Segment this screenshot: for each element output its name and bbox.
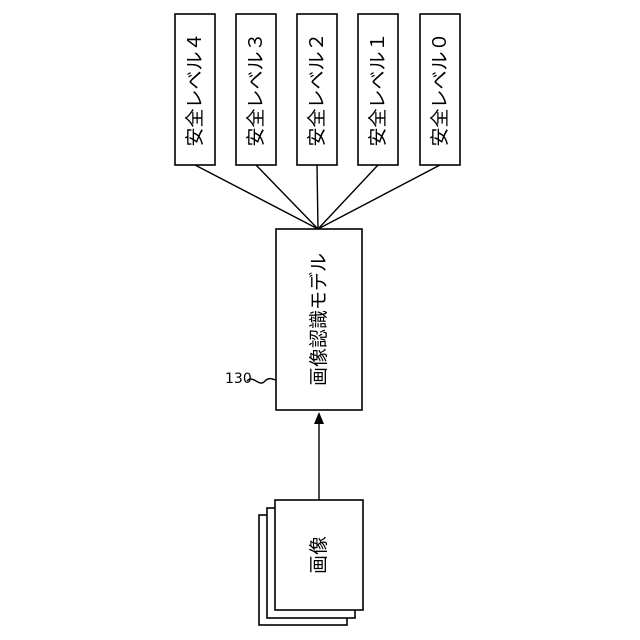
fan-out-connectors	[195, 165, 440, 229]
safety-level-3: 安全レベル３	[236, 14, 276, 165]
safety-level-4: 安全レベル４	[175, 14, 215, 165]
safety-level-1: 安全レベル１	[358, 14, 398, 165]
connector-to-level-3	[256, 165, 318, 229]
connector-to-level-0	[318, 165, 440, 229]
image-recognition-model: 画像認識モデル	[276, 229, 362, 410]
connector-to-level-1	[318, 165, 378, 229]
connector-to-level-2	[317, 165, 318, 229]
image-input-stack: 画像	[259, 500, 363, 625]
safety-level-4-label: 安全レベル４	[184, 32, 206, 146]
safety-level-0-label: 安全レベル０	[429, 32, 451, 146]
safety-level-0: 安全レベル０	[420, 14, 460, 165]
reference-130: 130	[225, 371, 276, 387]
connector-to-level-4	[195, 165, 318, 229]
image-label: 画像	[308, 536, 330, 574]
model-label: 画像認識モデル	[308, 253, 330, 386]
safety-level-2: 安全レベル２	[297, 14, 337, 165]
safety-level-3-label: 安全レベル３	[245, 32, 267, 146]
reference-number: 130	[225, 371, 252, 387]
arrow-head-icon	[314, 412, 324, 424]
safety-level-1-label: 安全レベル１	[367, 32, 389, 146]
safety-level-2-label: 安全レベル２	[306, 32, 328, 146]
input-arrow	[314, 412, 324, 500]
